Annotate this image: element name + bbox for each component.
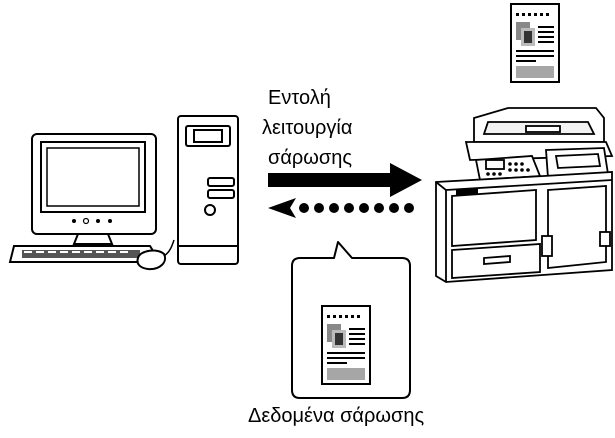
document-icon-top	[510, 3, 560, 83]
arrow-right-icon	[268, 163, 422, 197]
scan-data-label: Δεδομένα σάρωσης	[248, 405, 425, 427]
command-label-line2: λειτουργία	[262, 117, 353, 139]
scan-data-callout	[291, 241, 411, 399]
command-label-line1: Εντολή	[268, 87, 331, 109]
computer-icon	[8, 115, 239, 271]
command-label-line3: σάρωσης	[268, 147, 353, 169]
document-icon-callout	[321, 305, 371, 385]
printer-icon	[435, 107, 614, 283]
dotted-arrow-left-icon	[268, 198, 414, 218]
